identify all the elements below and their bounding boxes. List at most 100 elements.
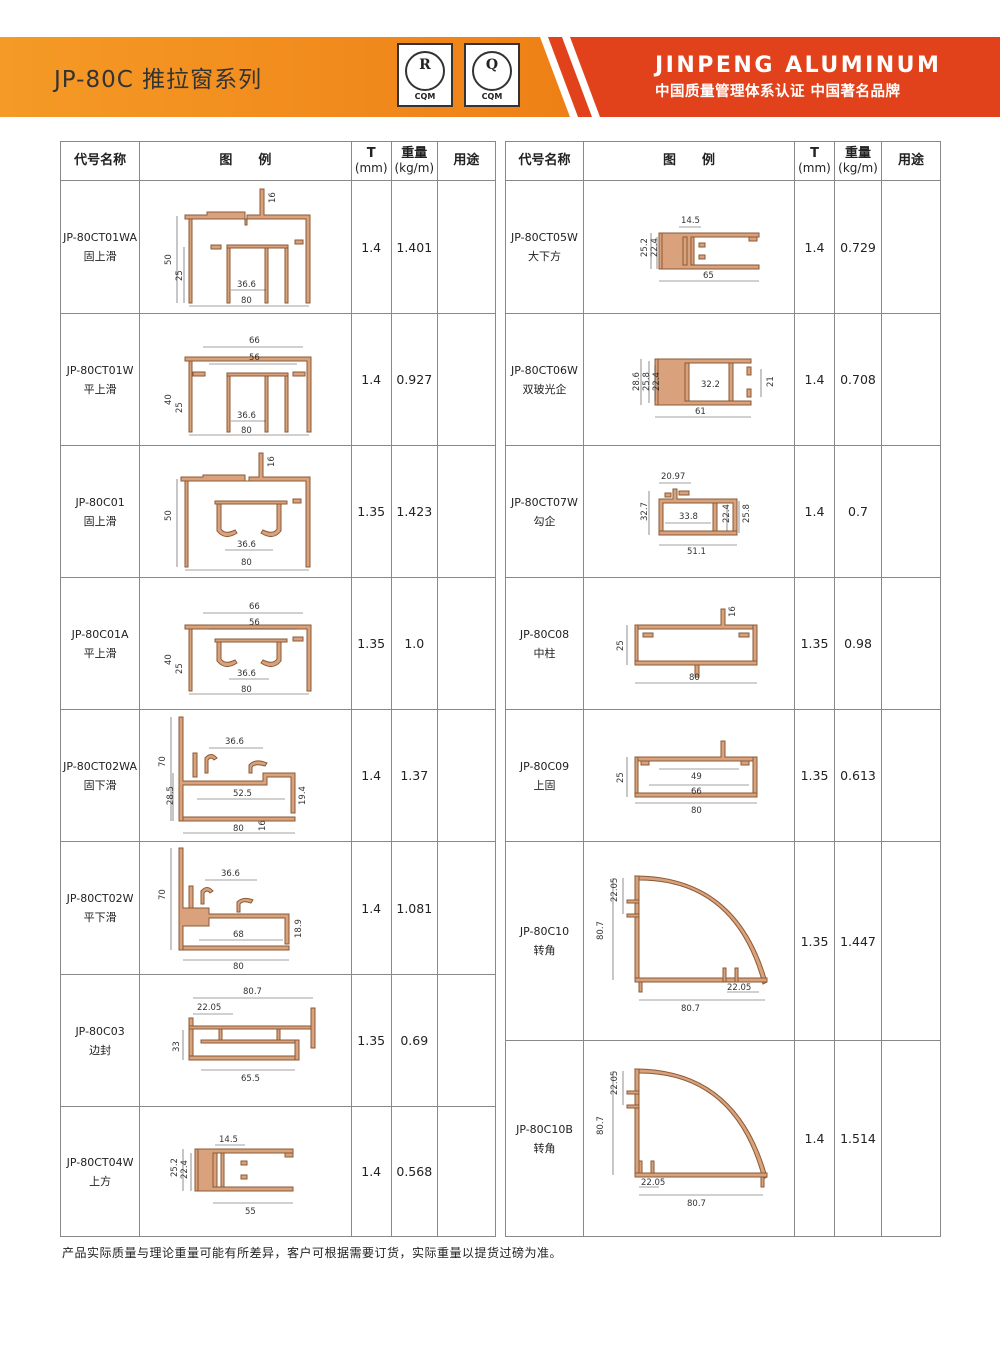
use-cell (881, 709, 941, 842)
use-cell (436, 577, 497, 710)
thickness-value: 1.4 (350, 313, 392, 446)
use-cell (436, 841, 497, 975)
weight-value: 0.708 (834, 313, 882, 446)
weight-value: 0.729 (834, 180, 882, 314)
svg-text:25: 25 (616, 640, 626, 651)
col-diagram: 图 例 (583, 141, 795, 181)
profile-diagram: 20.97 32.7 33.8 22.4 25.8 51.1 (583, 445, 795, 578)
cert-badge-q-code: CQM (481, 92, 503, 101)
svg-text:33: 33 (172, 1041, 182, 1052)
svg-text:14.5: 14.5 (681, 216, 700, 226)
svg-text:40: 40 (164, 654, 174, 665)
use-cell (436, 313, 497, 446)
svg-text:80.7: 80.7 (596, 921, 606, 940)
svg-text:50: 50 (164, 510, 174, 521)
thickness-value: 1.35 (794, 841, 835, 1041)
col-weight: 重量(kg/m) (390, 141, 438, 181)
cert-badge-q-letter: Q (485, 57, 499, 73)
col-code: 代号名称 (505, 141, 584, 181)
thickness-value: 1.4 (350, 180, 392, 314)
svg-text:66: 66 (249, 602, 260, 612)
svg-text:52.5: 52.5 (233, 789, 252, 799)
svg-text:21: 21 (766, 376, 776, 387)
svg-text:36.6: 36.6 (225, 737, 244, 747)
weight-value: 0.568 (390, 1106, 438, 1237)
svg-text:40: 40 (164, 394, 174, 405)
svg-text:56: 56 (249, 353, 260, 363)
svg-text:56: 56 (249, 618, 260, 628)
use-cell (881, 180, 941, 314)
svg-text:61: 61 (695, 407, 706, 417)
weight-value: 0.7 (834, 445, 882, 578)
svg-text:80: 80 (689, 673, 700, 683)
svg-text:25: 25 (175, 270, 185, 281)
svg-text:36.6: 36.6 (221, 869, 240, 879)
profile-diagram: 66 56 40 25 36.6 80 (139, 577, 352, 710)
svg-text:65.5: 65.5 (241, 1074, 260, 1084)
profile-diagram: 36.6 70 52.5 28.5 19.4 16 80 (139, 709, 352, 842)
svg-text:36.6: 36.6 (237, 411, 256, 421)
svg-text:22.4: 22.4 (650, 238, 660, 257)
svg-text:36.6: 36.6 (237, 280, 256, 290)
svg-text:80.7: 80.7 (681, 1004, 700, 1014)
svg-text:28.5: 28.5 (166, 786, 176, 805)
weight-value: 0.927 (390, 313, 438, 446)
series-title: JP-80C 推拉窗系列 (54, 67, 263, 93)
profile-diagram: 36.6 70 18.9 68 80 (139, 841, 352, 975)
thickness-value: 1.4 (794, 313, 835, 446)
cert-badge-q: Q CQM (464, 43, 520, 107)
col-thickness: T(mm) (350, 141, 392, 181)
profile-diagram: 22.05 80.7 22.05 80.7 (583, 1040, 795, 1237)
use-cell (881, 1040, 941, 1237)
weight-value: 1.0 (390, 577, 438, 710)
use-cell (436, 180, 497, 314)
right-table-header: 代号名称 图 例 T(mm) 重量(kg/m) 用途 (505, 141, 941, 181)
weight-value: 1.081 (390, 841, 438, 975)
svg-text:80: 80 (233, 824, 244, 834)
svg-text:22.05: 22.05 (641, 1178, 665, 1188)
thickness-value: 1.35 (794, 709, 835, 842)
svg-text:22.05: 22.05 (610, 1071, 620, 1095)
col-diagram: 图 例 (139, 141, 352, 181)
svg-text:80: 80 (691, 806, 702, 816)
svg-text:55: 55 (245, 1207, 256, 1217)
svg-text:80: 80 (241, 685, 252, 695)
svg-text:16: 16 (268, 192, 278, 203)
svg-text:20.97: 20.97 (661, 472, 685, 482)
use-cell (881, 841, 941, 1041)
profile-diagram: 22.05 80.7 80.7 22.05 (583, 841, 795, 1041)
svg-text:80: 80 (233, 962, 244, 971)
col-weight: 重量(kg/m) (834, 141, 882, 181)
svg-text:68: 68 (233, 930, 244, 940)
svg-text:22.4: 22.4 (722, 504, 732, 523)
svg-text:18.9: 18.9 (294, 919, 304, 938)
col-use: 用途 (436, 141, 497, 181)
thickness-value: 1.4 (350, 1106, 392, 1237)
weight-value: 1.423 (390, 445, 438, 578)
svg-text:22.05: 22.05 (197, 1003, 221, 1013)
svg-text:25.8: 25.8 (742, 504, 752, 523)
weight-value: 0.613 (834, 709, 882, 842)
svg-text:22.05: 22.05 (610, 877, 620, 901)
svg-text:25: 25 (616, 772, 626, 783)
